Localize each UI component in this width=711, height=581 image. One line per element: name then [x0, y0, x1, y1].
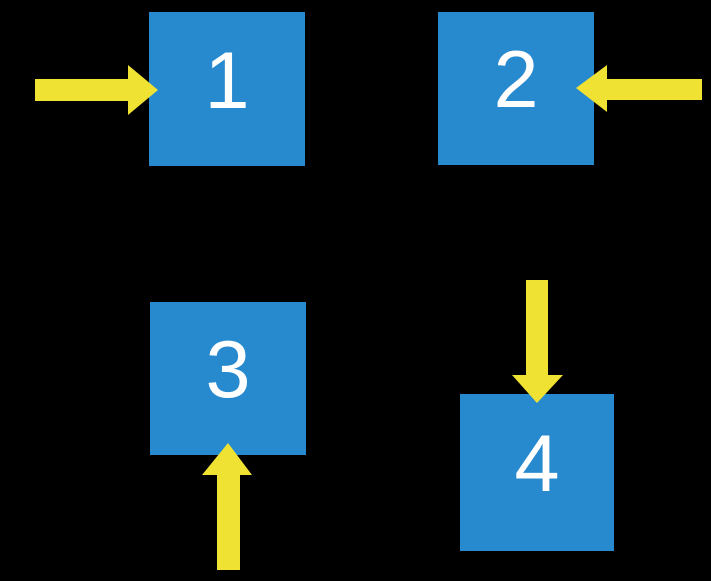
- square-1-label: 1: [204, 35, 250, 126]
- square-3-label: 3: [205, 325, 251, 415]
- square-3[interactable]: 3: [150, 302, 306, 455]
- right-arrow-into-square-1-icon: [35, 65, 158, 115]
- square-2-label: 2: [493, 35, 539, 125]
- down-arrow-into-square-4-icon: [512, 280, 563, 403]
- left-arrow-into-square-2-icon: [576, 65, 702, 112]
- square-4-label: 4: [514, 419, 560, 509]
- square-1[interactable]: 1: [149, 12, 305, 166]
- square-2[interactable]: 2: [438, 12, 594, 165]
- square-4[interactable]: 4: [460, 394, 614, 551]
- up-arrow-into-square-3-icon: [202, 443, 252, 570]
